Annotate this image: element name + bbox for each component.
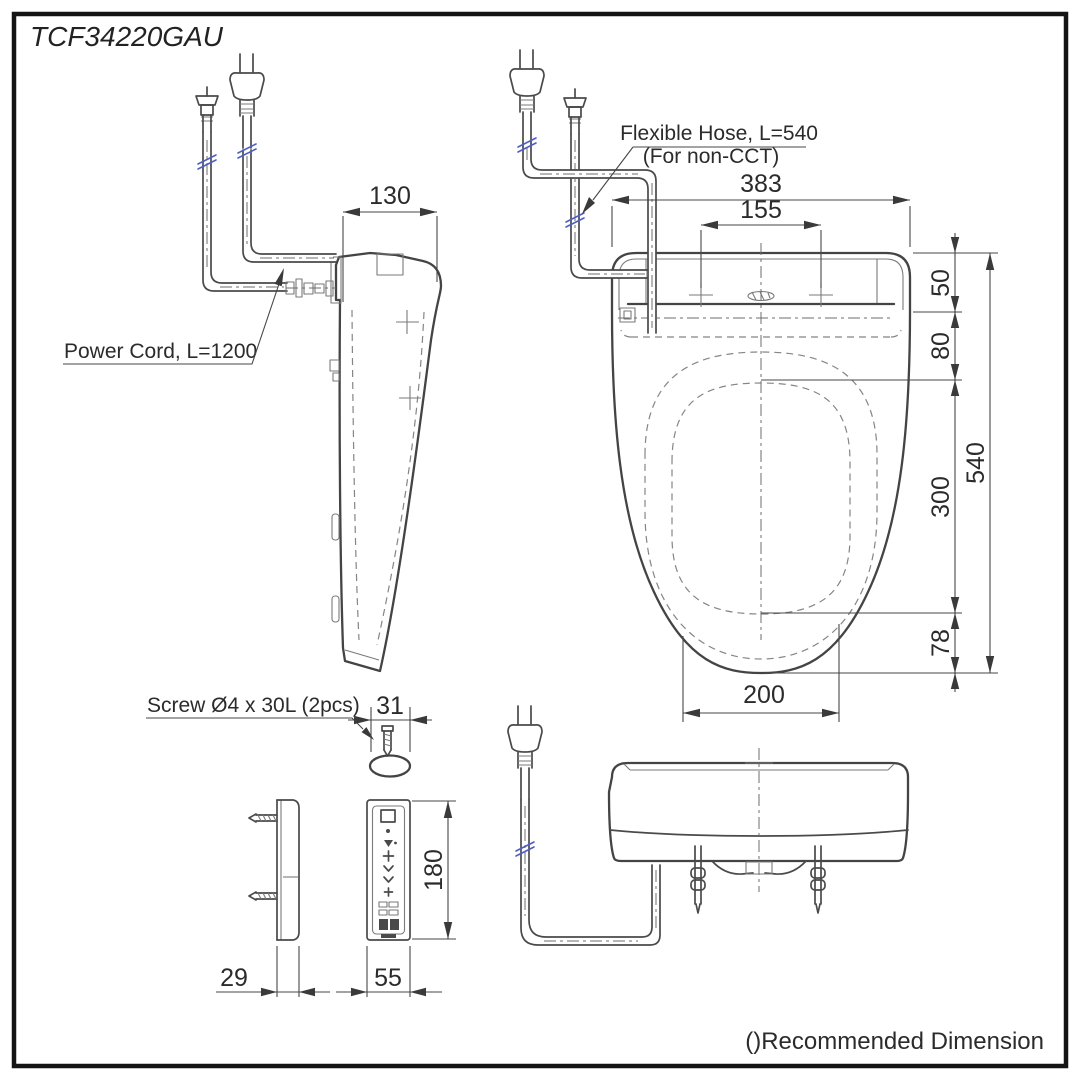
cord-break-icon (515, 841, 535, 857)
remote-display (380, 809, 396, 823)
dim-opening-length: 300 (927, 476, 955, 518)
dim-chain-right: 50 80 300 78 540 (761, 233, 998, 692)
flexible-hose-label: Flexible Hose, L=540 (For non-CCT) (582, 122, 818, 214)
svg-text:155: 155 (740, 196, 782, 224)
mount-bracket (711, 860, 807, 875)
side-view-cords (195, 53, 337, 298)
dim-remote-depth: 29 (216, 946, 330, 997)
dim-hinge-hole-span: 155 (700, 196, 822, 288)
power-cord-label: Power Cord, L=1200 (63, 268, 284, 365)
remote-front-view: 55 180 (336, 799, 456, 997)
svg-text:Power Cord, L=1200: Power Cord, L=1200 (64, 340, 257, 363)
dim-holder-width: 31 (348, 692, 432, 752)
dim-overall-length: 540 (962, 442, 990, 484)
mount-bolt-icon (690, 845, 706, 914)
screw-label: Screw Ø4 x 30L (2pcs) (147, 694, 360, 717)
hose-fitting-icon (195, 86, 219, 133)
screw-detail: Screw Ø4 x 30L (2pcs) 31 (146, 692, 432, 778)
front-view (507, 705, 910, 946)
remote-side-view: 29 (216, 799, 330, 997)
svg-text:(For non-CCT): (For non-CCT) (643, 145, 780, 168)
top-view-cords (509, 49, 657, 334)
cord-break-icon (237, 143, 257, 159)
page-border (11, 11, 1069, 1069)
dim-remote-width: 55 (336, 946, 442, 997)
registration-cross-icon (396, 310, 421, 410)
hose-connector (285, 278, 336, 298)
footer-note: ()Recommended Dimension (745, 1028, 1044, 1055)
page-title: TCF34220GAU (30, 21, 224, 52)
dim-front-overhang: 78 (927, 629, 955, 657)
dim-hinge-offset: 80 (927, 332, 955, 360)
mount-bolt-icon (810, 845, 826, 914)
side-view (329, 251, 443, 673)
mount-screw-icon (248, 813, 278, 823)
cord-break-icon (565, 212, 585, 228)
svg-text:200: 200 (743, 681, 785, 709)
remote-holder-top (368, 754, 412, 778)
screw-icon (381, 725, 394, 757)
dim-opening-width: 200 (682, 624, 840, 722)
svg-text:Flexible Hose, L=540: Flexible Hose, L=540 (620, 122, 818, 145)
cord-break-icon (197, 154, 217, 170)
dim-tank-depth: 50 (927, 269, 955, 297)
dim-overall-width: 383 (611, 170, 911, 247)
top-view (610, 243, 912, 675)
svg-text:31: 31 (376, 692, 404, 720)
power-plug-icon (229, 53, 265, 149)
hose-fitting-icon (563, 88, 587, 135)
mount-screw-icon (248, 891, 278, 901)
dim-side-depth: 130 (342, 182, 438, 302)
power-plug-icon (507, 705, 543, 801)
dim-remote-height: 180 (412, 800, 456, 940)
mount-plate (330, 256, 342, 304)
svg-text:130: 130 (369, 182, 411, 210)
remote-buttons (378, 829, 399, 938)
svg-text:180: 180 (420, 849, 448, 891)
cord-break-icon (517, 137, 537, 153)
svg-text:55: 55 (374, 964, 402, 992)
svg-text:383: 383 (740, 170, 782, 198)
svg-text:29: 29 (220, 964, 248, 992)
power-plug-icon (509, 49, 545, 145)
mounting-hole-cross-icon (689, 283, 833, 307)
